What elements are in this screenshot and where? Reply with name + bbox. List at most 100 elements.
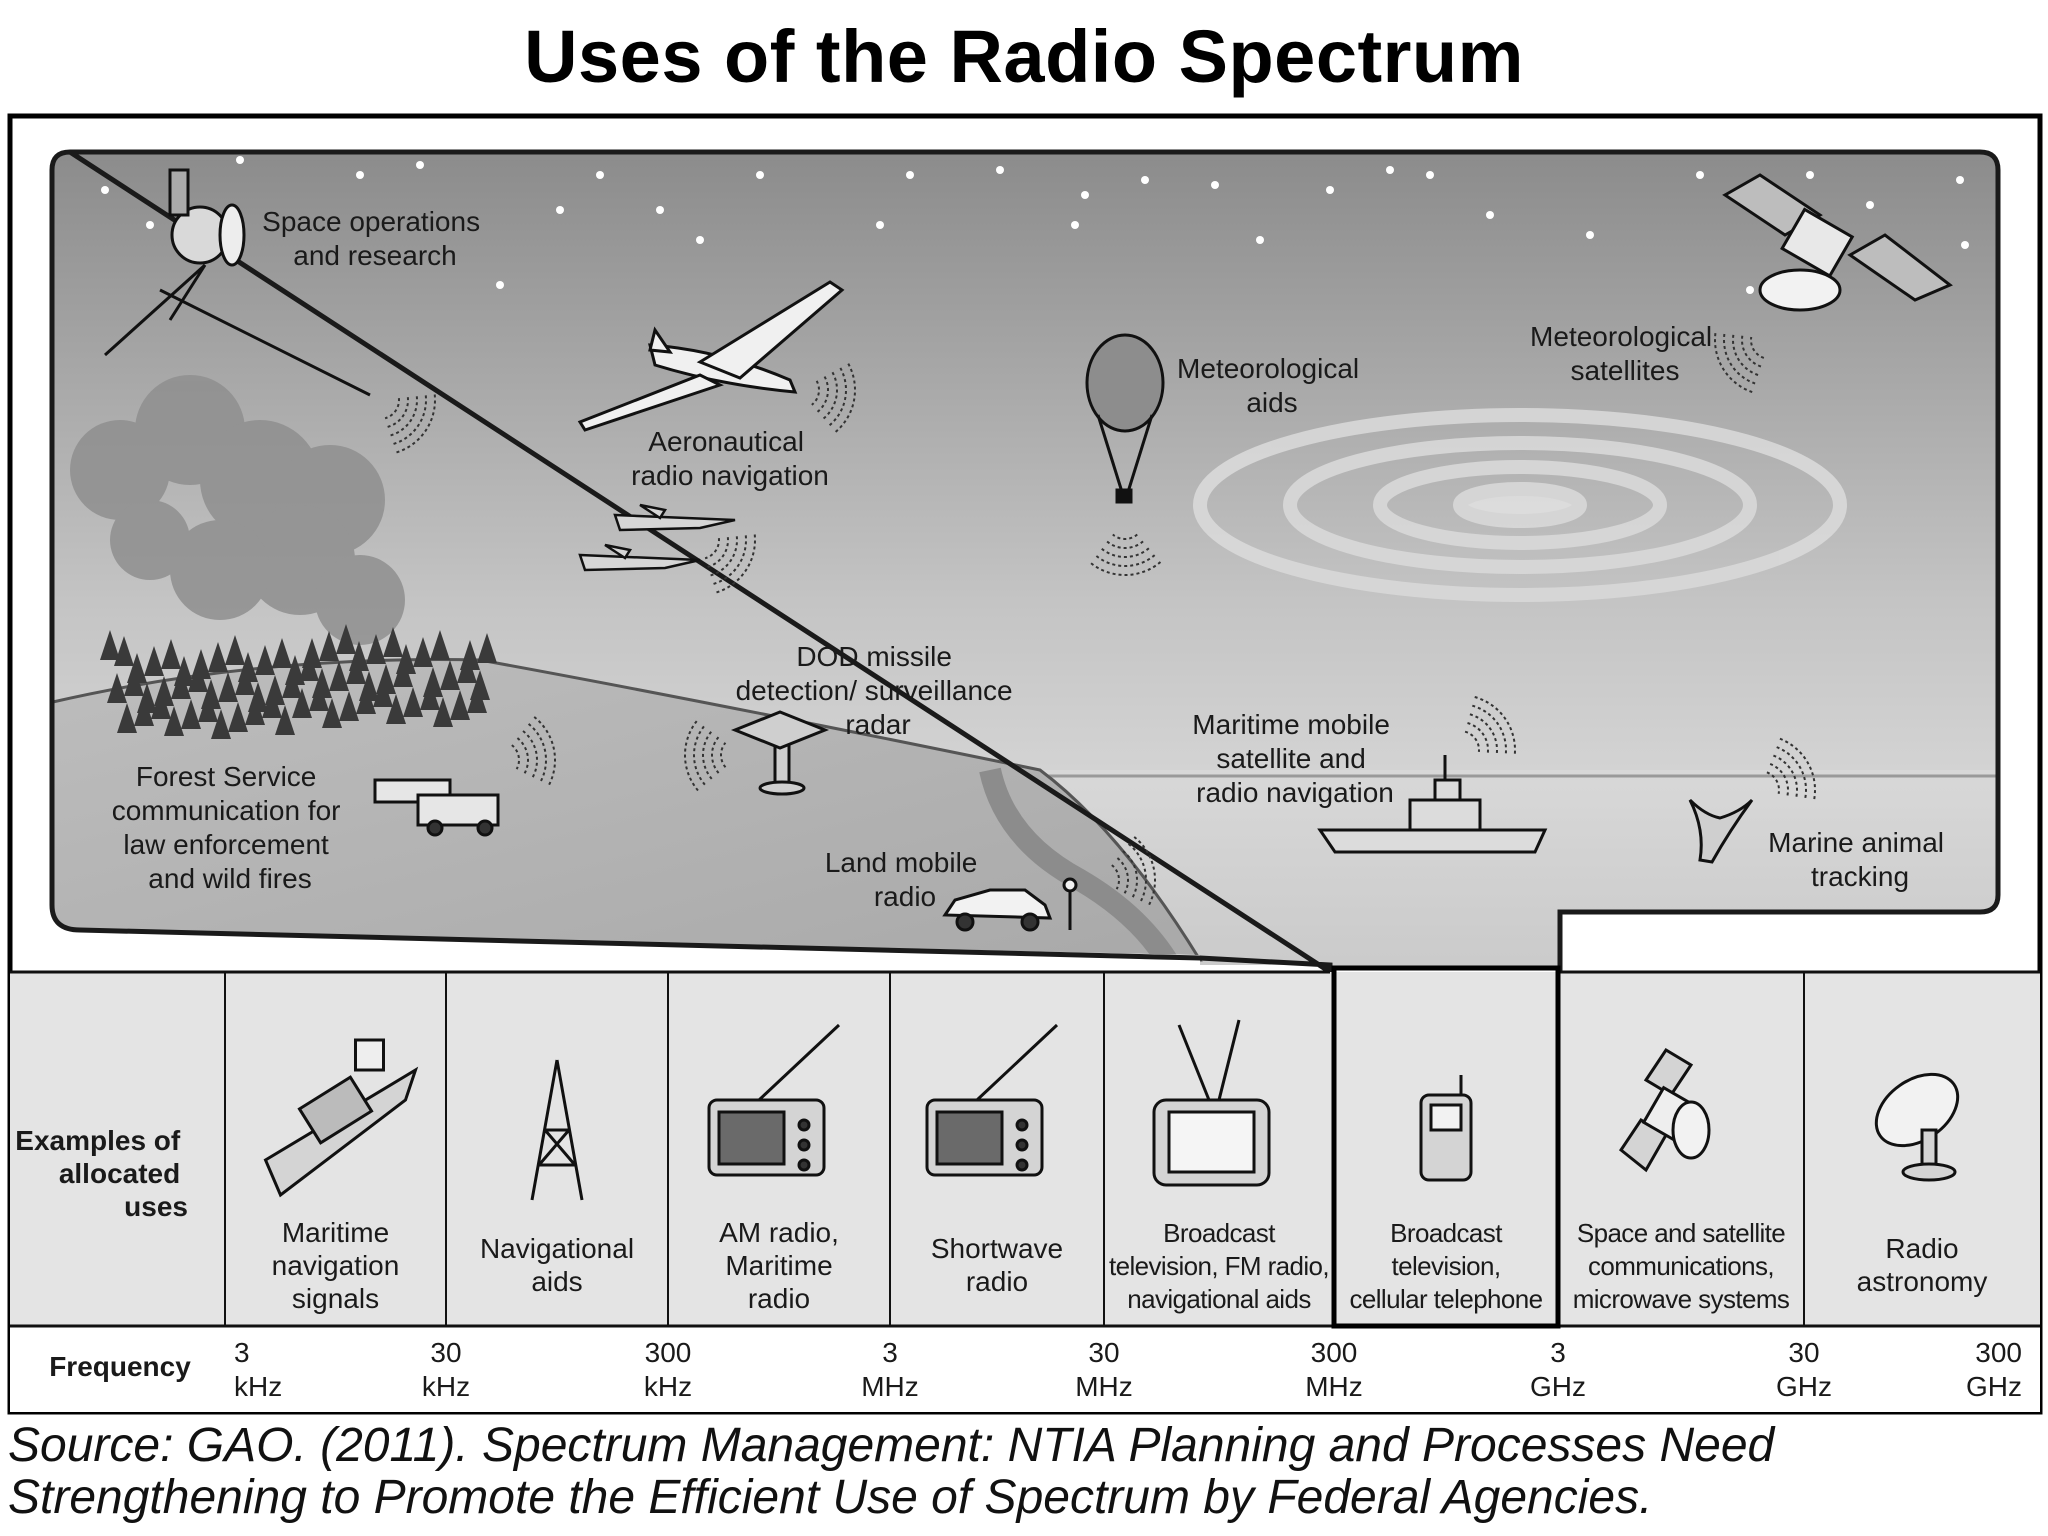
tree bbox=[329, 661, 349, 691]
tree bbox=[114, 636, 134, 666]
tree bbox=[413, 637, 433, 667]
star bbox=[496, 281, 504, 289]
label-space-operations: Space operations and research bbox=[262, 206, 488, 271]
stars bbox=[101, 156, 1969, 294]
tree bbox=[366, 634, 386, 664]
tree bbox=[198, 692, 218, 722]
signal-arc bbox=[1111, 864, 1120, 890]
star bbox=[1961, 241, 1969, 249]
forest-icon bbox=[100, 624, 497, 739]
star bbox=[656, 206, 664, 214]
source-citation: Source: GAO. (2011). Spectrum Management… bbox=[8, 1420, 2038, 1524]
star bbox=[356, 171, 364, 179]
signal-arc bbox=[1723, 332, 1756, 385]
space-probe-icon bbox=[103, 168, 371, 397]
signal-arc bbox=[1464, 730, 1480, 752]
tree bbox=[457, 653, 477, 683]
tree bbox=[477, 633, 497, 663]
radar-icon bbox=[730, 710, 830, 796]
signal-arc bbox=[1467, 722, 1489, 753]
cellphone-icon bbox=[1419, 1075, 1473, 1182]
tree bbox=[100, 630, 120, 660]
signal-arc bbox=[712, 535, 747, 586]
signal-arc bbox=[1133, 836, 1156, 907]
airplane-icon bbox=[577, 280, 845, 432]
signal-arc bbox=[709, 536, 738, 577]
star bbox=[1486, 211, 1494, 219]
tree bbox=[272, 638, 292, 668]
signal-arc bbox=[811, 380, 820, 406]
cell-icons bbox=[263, 1019, 1960, 1201]
star bbox=[1956, 176, 1964, 184]
label-land-mobile: Land mobile radio bbox=[825, 847, 985, 912]
tower-icon bbox=[530, 1059, 584, 1201]
signal-arc bbox=[516, 737, 529, 774]
signal-arc bbox=[833, 363, 856, 434]
star bbox=[236, 156, 244, 164]
frequency-header: Frequency bbox=[49, 1351, 191, 1382]
signal-arc bbox=[704, 538, 720, 560]
tree bbox=[383, 627, 403, 657]
star bbox=[1081, 191, 1089, 199]
hurricane-icon bbox=[1193, 408, 1847, 602]
label-marine-animal: Marine animal tracking bbox=[1768, 827, 1952, 892]
tree bbox=[356, 684, 376, 714]
tree bbox=[430, 630, 450, 660]
tree bbox=[386, 694, 406, 724]
signal-arc bbox=[684, 718, 699, 792]
signal-arc bbox=[1773, 754, 1798, 798]
tree bbox=[211, 709, 231, 739]
signal-arc bbox=[1474, 696, 1517, 756]
signal-arc bbox=[527, 723, 547, 783]
tree bbox=[208, 642, 228, 672]
tree bbox=[433, 697, 453, 727]
signal-arc bbox=[1088, 561, 1162, 576]
star bbox=[696, 236, 704, 244]
tree bbox=[275, 705, 295, 735]
tree bbox=[228, 702, 248, 732]
star bbox=[1586, 231, 1594, 239]
signal-arc bbox=[1116, 857, 1129, 894]
tree bbox=[309, 681, 329, 711]
tree bbox=[450, 690, 470, 720]
star bbox=[1866, 201, 1874, 209]
highlight-column bbox=[1331, 965, 1561, 1329]
signal-arc bbox=[1127, 843, 1147, 903]
star bbox=[1326, 186, 1334, 194]
signal-arc bbox=[387, 397, 409, 428]
signal-arc bbox=[1112, 533, 1138, 540]
signal-arc bbox=[827, 367, 847, 427]
label-forest-service: Forest Service communication for law enf… bbox=[112, 761, 349, 894]
signal-arc bbox=[1469, 713, 1498, 754]
tree bbox=[373, 677, 393, 707]
star bbox=[876, 221, 884, 229]
tree bbox=[299, 651, 319, 681]
source-line-2: Strengthening to Promote the Efficient U… bbox=[8, 1471, 1653, 1524]
star bbox=[101, 186, 109, 194]
star bbox=[556, 206, 564, 214]
satellite-icon bbox=[1722, 173, 1953, 312]
vessel-icon bbox=[1317, 755, 1548, 854]
road bbox=[979, 767, 1180, 970]
fighter-jets-icon bbox=[578, 503, 736, 572]
page-title: Uses of the Radio Spectrum bbox=[524, 15, 1524, 98]
tree bbox=[117, 703, 137, 733]
signal-arc bbox=[511, 744, 520, 770]
radio-icon bbox=[925, 1023, 1059, 1177]
trucks-icon bbox=[373, 778, 500, 837]
star bbox=[1696, 171, 1704, 179]
signal-arc bbox=[822, 371, 838, 420]
signal-arc bbox=[389, 396, 418, 437]
star bbox=[1746, 286, 1754, 294]
